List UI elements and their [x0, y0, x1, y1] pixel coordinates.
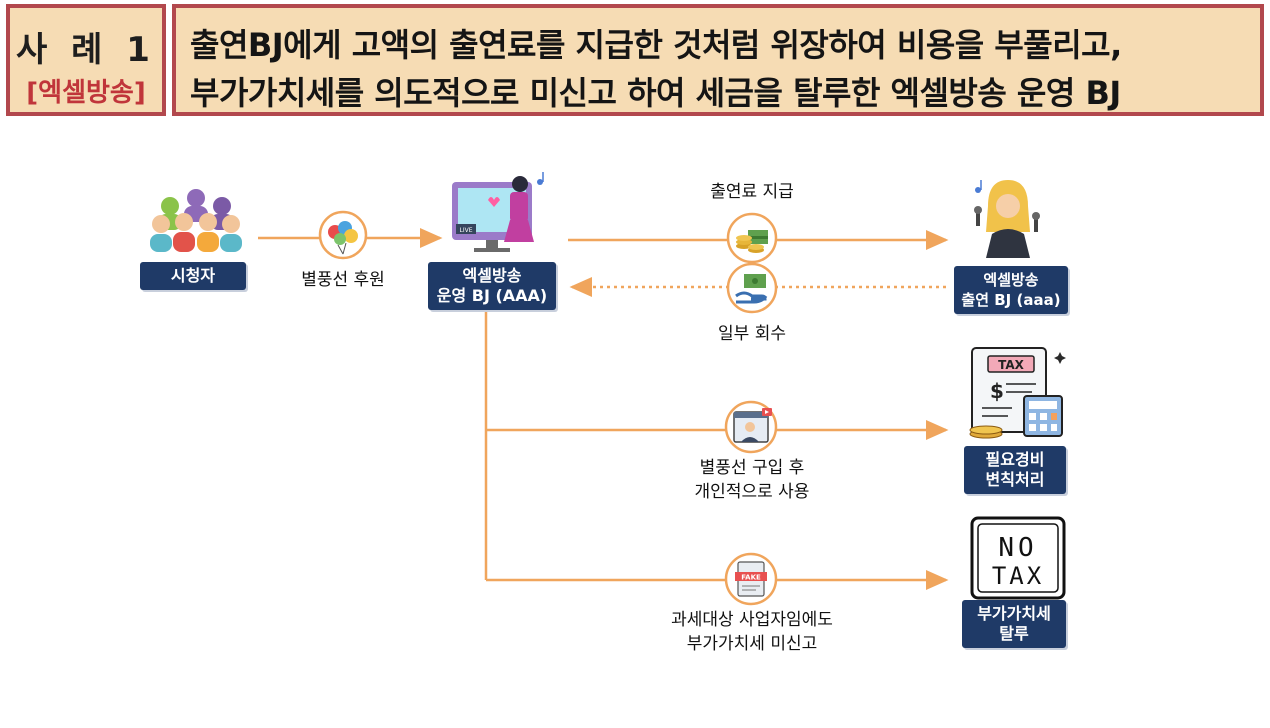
- case-header: 사 례 1 [엑셀방송] 출연BJ에게 고액의 출연료를 지급한 것처럼 위장하…: [6, 4, 1264, 116]
- vat-evasion-label-line2: 탈루: [999, 624, 1029, 643]
- vat-evasion-label-line1: 부가가치세: [977, 604, 1051, 623]
- expense-label-line2: 변칙처리: [985, 470, 1045, 489]
- fee-payment-caption: 출연료 지급: [710, 182, 794, 202]
- fake-document-icon: FAKE: [724, 552, 778, 606]
- case-title-box: 출연BJ에게 고액의 출연료를 지급한 것처럼 위장하여 비용을 부풀리고, 부…: [172, 4, 1264, 116]
- balloons-icon: [318, 210, 368, 260]
- vat-unreported-caption: 과세대상 사업자임에도 부가가치세 미신고: [630, 608, 874, 656]
- vat-unreported-caption-line2: 부가가치세 미신고: [686, 634, 818, 654]
- operator-label: 엑셀방송 운영 BJ (AAA): [428, 262, 556, 310]
- balloon-purchase-caption-line2: 개인적으로 사용: [694, 482, 810, 502]
- tax-document-label: TAX: [998, 358, 1025, 372]
- viewer-label-text: 시청자: [170, 266, 216, 285]
- viewer-label: 시청자: [140, 262, 246, 290]
- video-person-icon: [724, 400, 778, 454]
- singer-icon: [974, 180, 1040, 258]
- performer-label-line2: 출연 BJ (aaa): [961, 291, 1061, 309]
- performer-label: 엑셀방송 출연 BJ (aaa): [954, 266, 1068, 314]
- no-tax-icon: NO TAX: [970, 516, 1066, 600]
- case-title-line-1: 출연BJ에게 고액의 출연료를 지급한 것처럼 위장하여 비용을 부풀리고,: [190, 26, 1122, 64]
- live-label: LIVE: [459, 227, 472, 234]
- streamer-screen-icon: LIVE: [452, 172, 544, 252]
- no-tax-text-tax: TAX: [992, 562, 1044, 590]
- vat-unreported-caption-line1: 과세대상 사업자임에도: [671, 610, 833, 630]
- case-number: 사 례 1: [16, 30, 156, 70]
- sponsorship-caption: 별풍선 후원: [301, 270, 385, 290]
- svg-text:$: $: [990, 379, 1004, 403]
- balloon-purchase-caption-line1: 별풍선 구입 후: [699, 458, 805, 478]
- tax-document-icon: TAX $: [969, 347, 1066, 439]
- vat-evasion-label: 부가가치세 탈루: [962, 600, 1066, 648]
- case-category: [엑셀방송]: [26, 78, 146, 108]
- balloon-purchase-caption: 별풍선 구입 후 개인적으로 사용: [660, 456, 844, 504]
- fake-stamp-label: FAKE: [741, 574, 761, 582]
- expense-label-line1: 필요경비: [985, 450, 1045, 469]
- case-number-box: 사 례 1 [엑셀방송]: [6, 4, 166, 116]
- coins-cash-icon: [726, 212, 778, 264]
- expense-label: 필요경비 변칙처리: [964, 446, 1066, 494]
- operator-label-line2: 운영 BJ (AAA): [436, 286, 548, 305]
- no-tax-text-no: NO: [998, 533, 1037, 563]
- crowd-icon: [150, 189, 242, 252]
- operator-label-line1: 엑셀방송: [462, 266, 522, 285]
- case-title-line-2: 부가가치세를 의도적으로 미신고 하여 세금을 탈루한 엑셀방송 운영 BJ: [190, 74, 1121, 112]
- hand-money-icon: [726, 262, 778, 314]
- performer-label-line1: 엑셀방송: [983, 271, 1039, 289]
- partial-recovery-caption: 일부 회수: [718, 324, 786, 344]
